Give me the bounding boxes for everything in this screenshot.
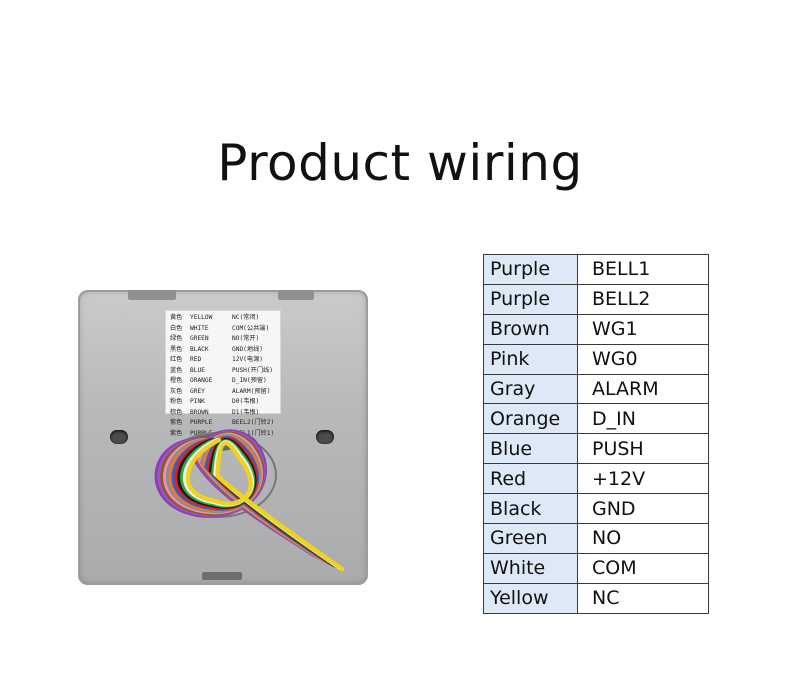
label-row: 紫色 PURPLE BEEL1(门铃1) (170, 429, 276, 440)
mounting-tab-right (278, 290, 314, 300)
label-color-en: GREY (190, 387, 205, 395)
screw-hole-right (316, 430, 334, 444)
signal-name-cell: NO (577, 523, 709, 554)
label-color-cn: 棕色 (170, 408, 183, 416)
label-row: 紫色 PURPLE BEEL2(门铃2) (170, 418, 276, 429)
label-function: GND(地线) (232, 345, 264, 353)
signal-name-cell: WG1 (577, 313, 709, 345)
label-row: 红色 RED 12V(电源) (170, 355, 276, 366)
label-color-en: GREEN (190, 335, 209, 342)
label-function: D_IN(预留) (232, 377, 267, 384)
access-control-device-back: 黄色 YELLOW NC(常闭) 白色 WHITE COM(公共端) 绿色 GREEN NO(常… (78, 290, 368, 585)
label-color-en: RED (190, 356, 202, 363)
label-row: 黄色 YELLOW NC(常闭) (170, 313, 276, 324)
signal-name-cell: COM (577, 552, 709, 584)
wiring-label-sticker: 黄色 YELLOW NC(常闭) 白色 WHITE COM(公共端) 绿色 GREEN NO(常… (165, 310, 281, 437)
page-title: Product wiring (217, 134, 583, 192)
signal-name-cell: ALARM (577, 373, 709, 405)
wire-color-cell: Brown (483, 313, 578, 345)
label-color-cn: 灰色 (170, 387, 183, 395)
label-row: 白色 WHITE COM(公共端) (170, 324, 276, 335)
label-color-cn: 绿色 (170, 335, 183, 342)
wire-color-cell: Purple (483, 254, 578, 285)
wire-bundle (154, 429, 345, 572)
table-row: Red+12V (483, 463, 709, 495)
label-color-en: WHITE (190, 324, 209, 332)
signal-name-cell: GND (577, 493, 709, 525)
label-row: 灰色 GREY ALARM(预留) (170, 387, 276, 398)
wire-color-cell: Yellow (483, 582, 578, 614)
signal-name-cell: PUSH (577, 433, 709, 465)
signal-name-cell: BELL2 (577, 283, 709, 315)
mounting-tab-left (128, 290, 176, 300)
wire-color-cell: Pink (483, 343, 578, 375)
signal-name-cell: D_IN (577, 403, 709, 435)
signal-name-cell: BELL1 (577, 254, 709, 285)
label-color-en: PURPLE (190, 429, 213, 437)
label-row: 绿色 GREEN NO(常开) (170, 334, 276, 345)
label-function: BEEL1(门铃1) (232, 429, 275, 437)
label-function: NO(常开) (232, 335, 260, 342)
signal-name-cell: +12V (577, 463, 709, 495)
label-color-cn: 紫色 (170, 429, 183, 437)
label-function: 12V(电源) (232, 356, 264, 363)
label-function: BEEL2(门铃2) (232, 419, 275, 426)
wire-color-cell: Orange (483, 403, 578, 435)
label-function: D0(韦根) (232, 398, 260, 405)
label-color-cn: 白色 (170, 324, 183, 332)
bottom-latch (202, 572, 242, 580)
wire (185, 437, 345, 572)
label-color-en: BLUE (190, 366, 205, 374)
wire-color-cell: Blue (483, 433, 578, 465)
wire-color-cell: Gray (483, 373, 578, 405)
wire-color-cell: Purple (483, 283, 578, 315)
wire-color-cell: White (483, 552, 578, 584)
label-color-cn: 黄色 (170, 314, 183, 321)
label-function: PUSH(开门线) (232, 366, 273, 374)
label-color-en: PINK (190, 398, 205, 405)
label-row: 棕色 BROWN D1(韦根) (170, 408, 276, 419)
wire-color-cell: Green (483, 523, 578, 554)
label-row: 橙色 ORANGE D_IN(预留) (170, 376, 276, 387)
label-color-en: PURPLE (190, 419, 213, 426)
label-color-cn: 紫色 (170, 419, 183, 426)
signal-name-cell: WG0 (577, 343, 709, 375)
wire-color-cell: Black (483, 493, 578, 525)
label-color-cn: 粉色 (170, 398, 183, 405)
screw-hole-left (110, 430, 128, 444)
label-function: COM(公共端) (232, 324, 270, 332)
label-row: 蓝色 BLUE PUSH(开门线) (170, 366, 276, 377)
label-function: ALARM(预留) (232, 387, 271, 395)
label-row: 粉色 PINK D0(韦根) (170, 397, 276, 408)
label-function: D1(韦根) (232, 408, 260, 416)
label-color-en: YELLOW (190, 314, 213, 321)
label-row: 黑色 BLACK GND(地线) (170, 345, 276, 356)
label-color-en: BROWN (190, 408, 209, 416)
label-color-en: ORANGE (190, 377, 213, 384)
signal-name-cell: NC (577, 582, 709, 614)
label-color-en: BLACK (190, 345, 209, 353)
label-color-cn: 橙色 (170, 377, 183, 384)
label-color-cn: 蓝色 (170, 366, 183, 374)
label-function: NC(常闭) (232, 314, 260, 321)
wire-color-cell: Red (483, 463, 578, 495)
label-color-cn: 黑色 (170, 345, 183, 353)
label-color-cn: 红色 (170, 356, 183, 363)
